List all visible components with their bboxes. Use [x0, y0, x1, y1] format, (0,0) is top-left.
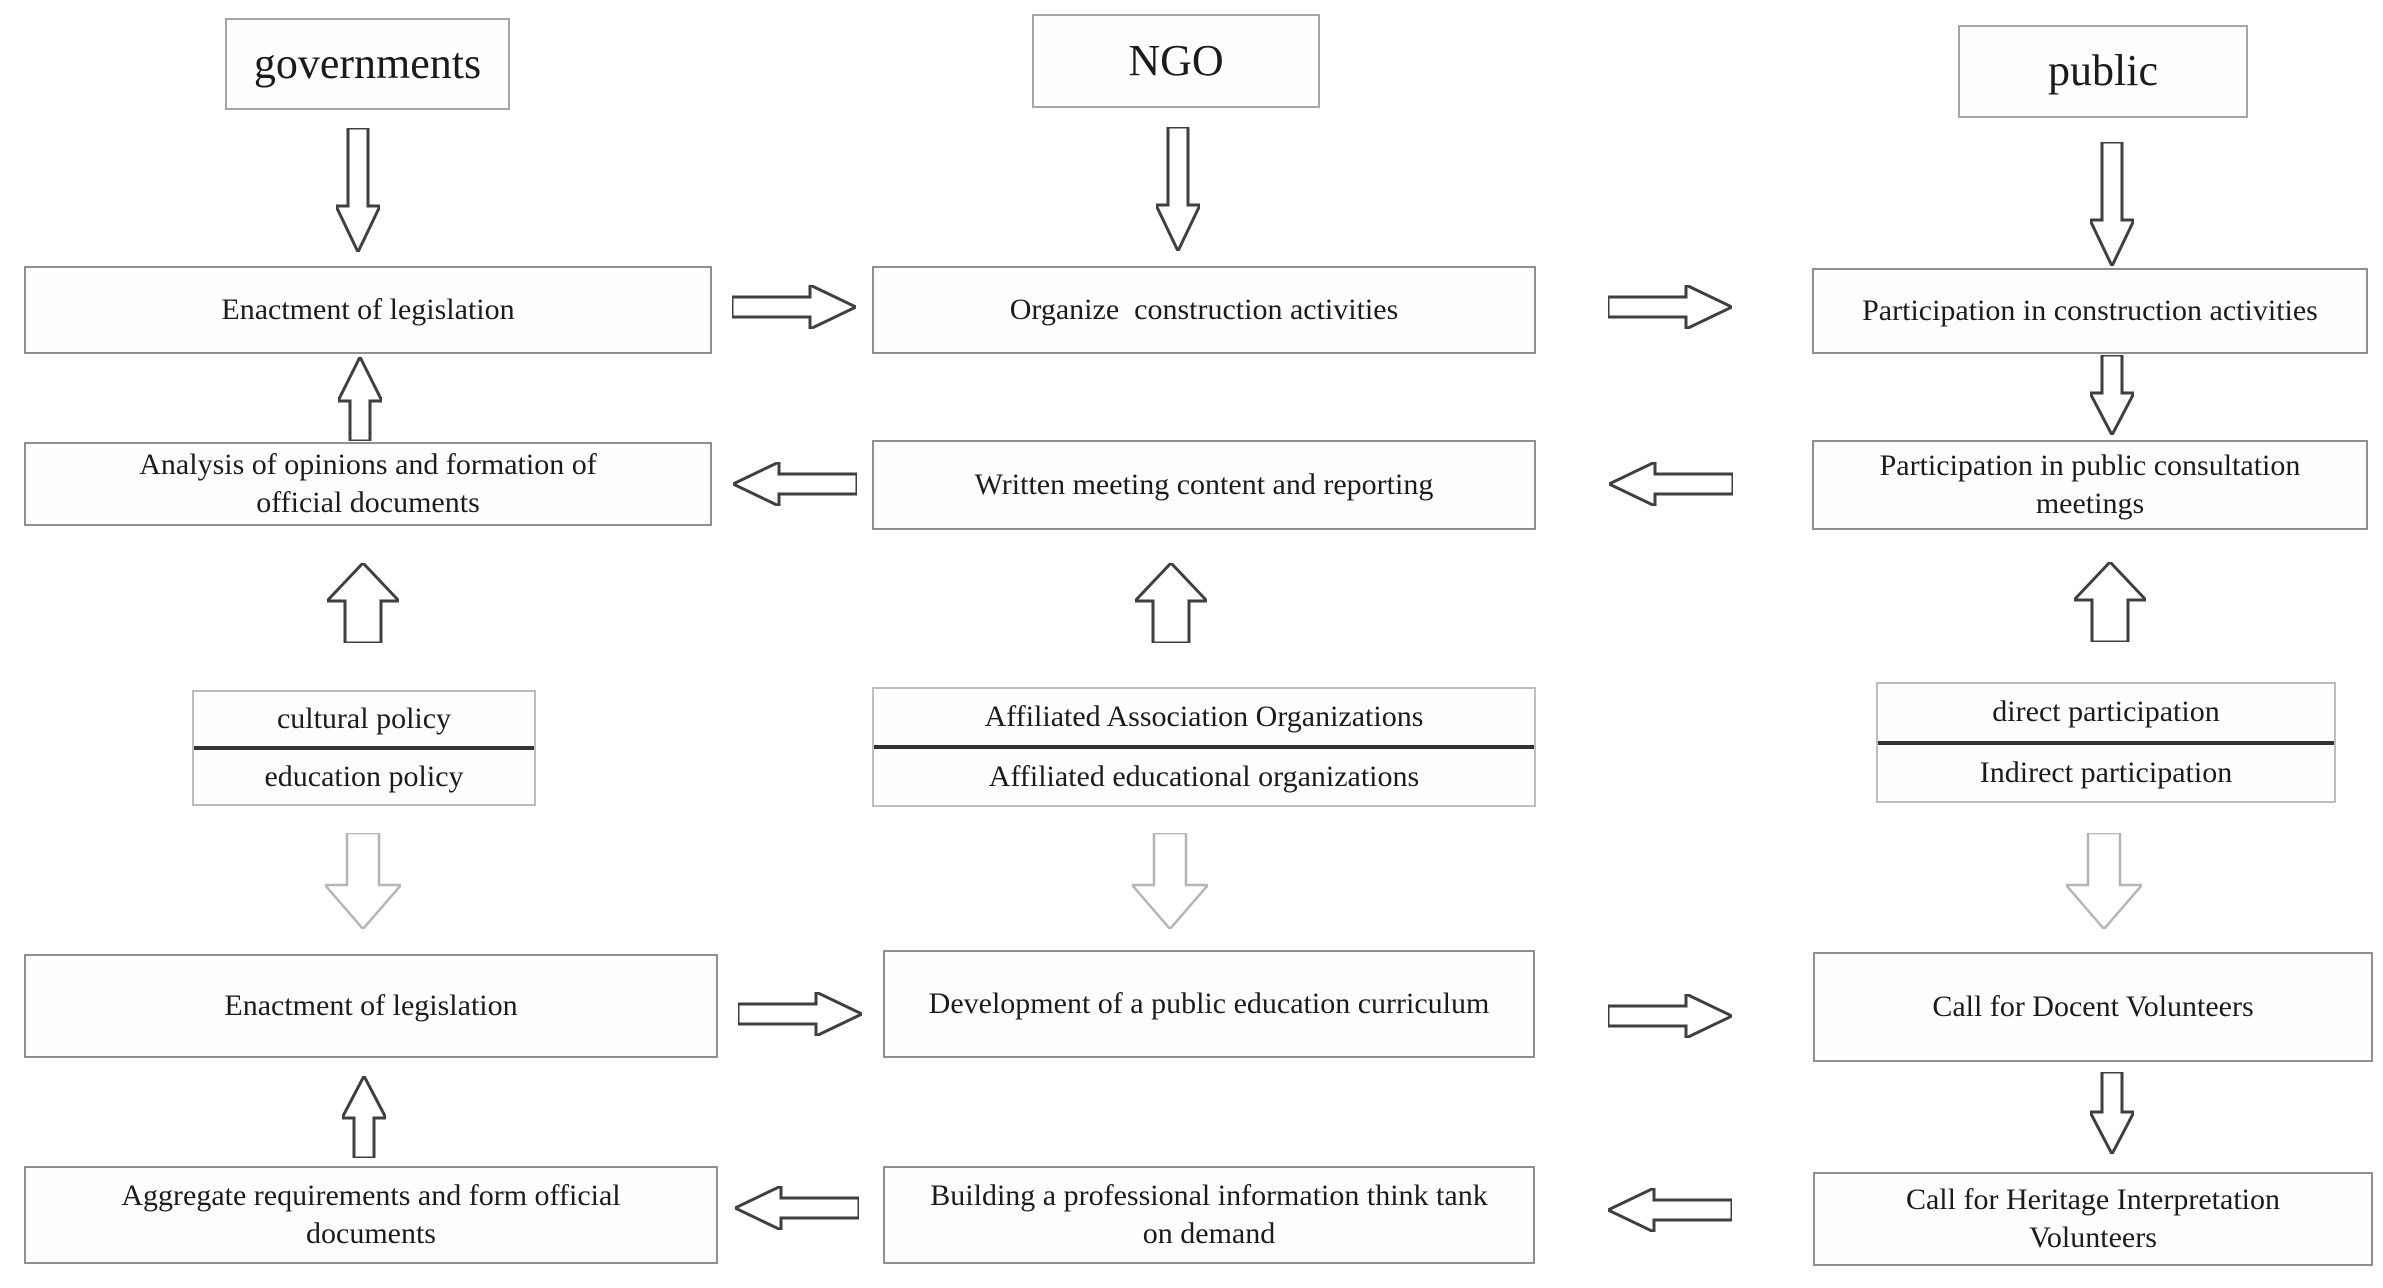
- arrow-down-ngo-to-organize-icon: [1156, 127, 1200, 251]
- box-label: Participation in public consultation mee…: [1879, 448, 2301, 520]
- split-cell-education-policy: education policy: [194, 750, 534, 804]
- split-box-participation-types: direct participation Indirect participat…: [1876, 682, 2336, 803]
- box-label: Call for Docent Volunteers: [1932, 989, 2254, 1023]
- arrow-down-participation-types-to-docent-icon: [2066, 833, 2142, 929]
- arrow-up-policies-to-analysis-icon: [327, 563, 399, 643]
- box-building-information-think-tank: Building a professional information thin…: [883, 1166, 1535, 1264]
- header-box-ngo: NGO: [1032, 14, 1320, 108]
- box-development-public-education-curriculum: Development of a public education curric…: [883, 950, 1535, 1058]
- box-enactment-of-legislation: Enactment of legislation: [24, 266, 712, 354]
- box-label: Participation in construction activities: [1862, 293, 2318, 327]
- arrow-right-enactment2-to-development-icon: [738, 992, 862, 1036]
- box-label: direct participation: [1992, 695, 2220, 729]
- arrow-left-thinktank-to-aggregate-icon: [735, 1186, 859, 1230]
- split-cell-indirect-participation: Indirect participation: [1878, 745, 2334, 802]
- header-label-ngo: NGO: [1128, 35, 1224, 85]
- split-cell-affiliated-association: Affiliated Association Organizations: [874, 689, 1534, 745]
- box-label: Enactment of legislation: [224, 988, 518, 1022]
- split-divider: [194, 746, 534, 750]
- arrow-up-affiliated-to-written-icon: [1135, 563, 1207, 643]
- box-organize-construction-activities: Organize construction activities: [872, 266, 1536, 354]
- box-label: Building a professional information thin…: [930, 1178, 1488, 1250]
- box-aggregate-requirements: Aggregate requirements and form official…: [24, 1166, 718, 1264]
- box-label: Affiliated Association Organizations: [984, 699, 1424, 733]
- box-analysis-of-opinions: Analysis of opinions and formation of of…: [24, 442, 712, 526]
- box-label: Indirect participation: [1979, 755, 2233, 789]
- box-enactment-of-legislation-2: Enactment of legislation: [24, 954, 718, 1058]
- box-participation-in-construction-activities: Participation in construction activities: [1812, 268, 2368, 354]
- arrow-down-governments-to-enactment-icon: [336, 128, 380, 252]
- split-box-policies: cultural policy education policy: [192, 690, 536, 806]
- split-divider: [1878, 740, 2334, 745]
- arrow-down-docent-to-heritage-icon: [2090, 1072, 2134, 1154]
- arrow-down-public-to-participation-icon: [2090, 142, 2134, 266]
- box-written-meeting-content: Written meeting content and reporting: [872, 440, 1536, 530]
- box-label: Written meeting content and reporting: [974, 467, 1434, 501]
- arrow-up-analysis-to-enactment-icon: [338, 357, 382, 441]
- box-label: Analysis of opinions and formation of of…: [139, 447, 597, 519]
- arrow-right-organize-to-participation-icon: [1608, 285, 1732, 329]
- box-label: Call for Heritage Interpretation Volunte…: [1905, 1182, 2280, 1254]
- arrow-down-construction-to-consultation-icon: [2090, 355, 2134, 435]
- arrow-up-participation-types-to-consultation-icon: [2074, 562, 2146, 642]
- box-label: education policy: [264, 759, 464, 793]
- header-box-governments: governments: [225, 18, 510, 110]
- arrow-right-enactment-to-organize-icon: [732, 285, 856, 329]
- header-label-governments: governments: [253, 38, 482, 88]
- split-box-affiliated-organizations: Affiliated Association Organizations Aff…: [872, 687, 1536, 807]
- box-call-for-heritage-interpretation-volunteers: Call for Heritage Interpretation Volunte…: [1813, 1172, 2373, 1266]
- header-box-public: public: [1958, 25, 2248, 118]
- split-cell-direct-participation: direct participation: [1878, 684, 2334, 741]
- arrow-down-affiliated-to-development-icon: [1132, 833, 1208, 929]
- box-label: Aggregate requirements and form official…: [121, 1178, 621, 1250]
- split-cell-cultural-policy: cultural policy: [194, 692, 534, 746]
- split-divider: [874, 745, 1534, 749]
- arrow-left-consultation-to-written-icon: [1609, 462, 1733, 506]
- box-label: Development of a public education curric…: [928, 986, 1490, 1020]
- arrow-left-written-to-analysis-icon: [733, 462, 857, 506]
- arrow-down-policies-to-enactment2-icon: [325, 833, 401, 929]
- box-label: Enactment of legislation: [221, 292, 515, 326]
- box-label: cultural policy: [276, 701, 452, 735]
- arrow-left-heritage-to-thinktank-icon: [1608, 1188, 1732, 1232]
- arrow-right-development-to-docent-icon: [1608, 994, 1732, 1038]
- box-label: Affiliated educational organizations: [988, 759, 1420, 793]
- header-label-public: public: [2048, 46, 2158, 96]
- split-cell-affiliated-educational: Affiliated educational organizations: [874, 749, 1534, 805]
- box-label: Organize construction activities: [1009, 292, 1399, 326]
- box-call-for-docent-volunteers: Call for Docent Volunteers: [1813, 952, 2373, 1062]
- arrow-up-aggregate-to-enactment2-icon: [342, 1076, 386, 1158]
- box-participation-public-consultation: Participation in public consultation mee…: [1812, 440, 2368, 530]
